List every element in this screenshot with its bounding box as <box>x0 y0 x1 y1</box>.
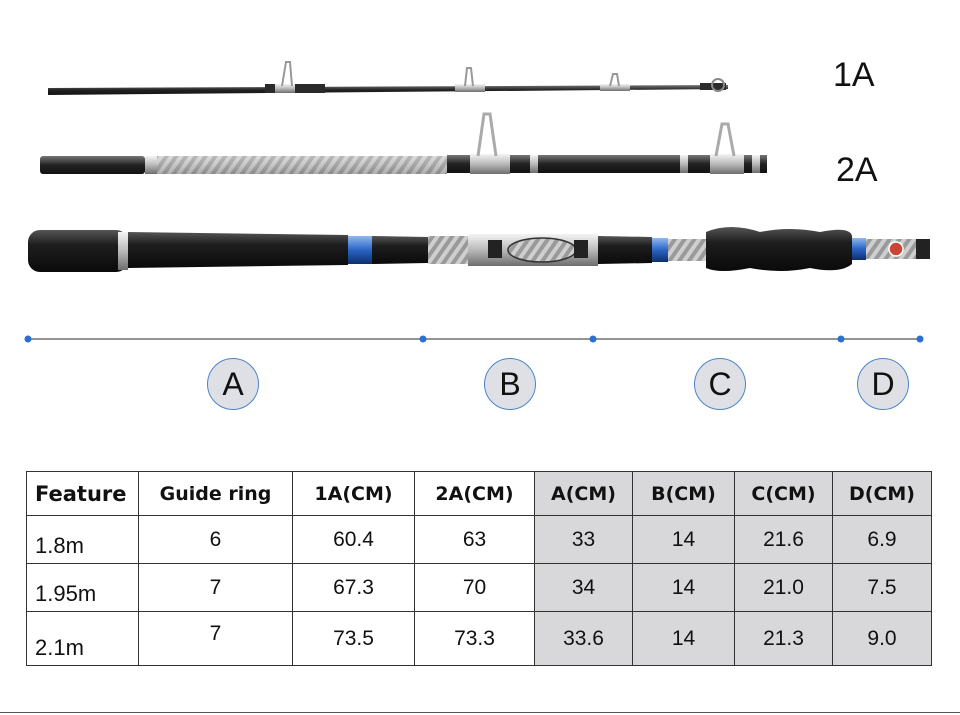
cell-2a: 70 <box>414 563 535 612</box>
spec-table: Feature Guide ring 1A(CM) 2A(CM) A(CM) B… <box>26 471 932 666</box>
piece-label-1a: 1A <box>833 56 875 94</box>
header-d: D(CM) <box>832 471 932 516</box>
table-row: 1.95m 7 67.3 70 34 14 21.0 7.5 <box>26 563 932 612</box>
cell-feature: 1.95m <box>26 563 139 612</box>
rod-butt-section <box>28 227 930 272</box>
cell-a: 33.6 <box>534 611 633 666</box>
segment-marker-d: D <box>857 358 909 410</box>
cell-a: 34 <box>534 563 633 612</box>
rod-piece-2a <box>40 112 767 174</box>
cell-d: 6.9 <box>832 515 932 564</box>
bottom-divider <box>0 712 960 713</box>
segment-marker-a: A <box>207 358 259 410</box>
segment-dimension-line <box>24 335 924 343</box>
cell-b: 14 <box>632 611 735 666</box>
piece-label-2a: 2A <box>836 151 878 189</box>
cell-b: 14 <box>632 515 735 564</box>
cell-guide-ring: 7 <box>138 563 293 612</box>
cell-d: 7.5 <box>832 563 932 612</box>
cell-2a: 63 <box>414 515 535 564</box>
cell-a: 33 <box>534 515 633 564</box>
header-b: B(CM) <box>632 471 735 516</box>
cell-d: 9.0 <box>832 611 932 666</box>
header-guide-ring: Guide ring <box>138 471 293 516</box>
header-feature: Feature <box>26 471 139 516</box>
table-row: 1.8m 6 60.4 63 33 14 21.6 6.9 <box>26 515 932 564</box>
segment-marker-c: C <box>694 358 746 410</box>
header-a: A(CM) <box>534 471 633 516</box>
segment-marker-b: B <box>484 358 536 410</box>
cell-2a: 73.3 <box>414 611 535 666</box>
cell-b: 14 <box>632 563 735 612</box>
rod-illustration <box>24 61 930 343</box>
cell-1a: 67.3 <box>292 563 415 612</box>
header-1a: 1A(CM) <box>292 471 415 516</box>
cell-c: 21.0 <box>734 563 833 612</box>
rod-piece-1a <box>48 61 728 95</box>
cell-c: 21.6 <box>734 515 833 564</box>
cell-c: 21.3 <box>734 611 833 666</box>
cell-1a: 60.4 <box>292 515 415 564</box>
header-2a: 2A(CM) <box>414 471 535 516</box>
cell-guide-ring: 6 <box>138 515 293 564</box>
cell-guide-ring: 7 <box>138 611 293 666</box>
cell-feature: 1.8m <box>26 515 139 564</box>
table-header-row: Feature Guide ring 1A(CM) 2A(CM) A(CM) B… <box>26 471 932 516</box>
cell-feature: 2.1m <box>26 611 139 666</box>
table-row: 2.1m 7 73.5 73.3 33.6 14 21.3 9.0 <box>26 611 932 666</box>
header-c: C(CM) <box>734 471 833 516</box>
cell-1a: 73.5 <box>292 611 415 666</box>
